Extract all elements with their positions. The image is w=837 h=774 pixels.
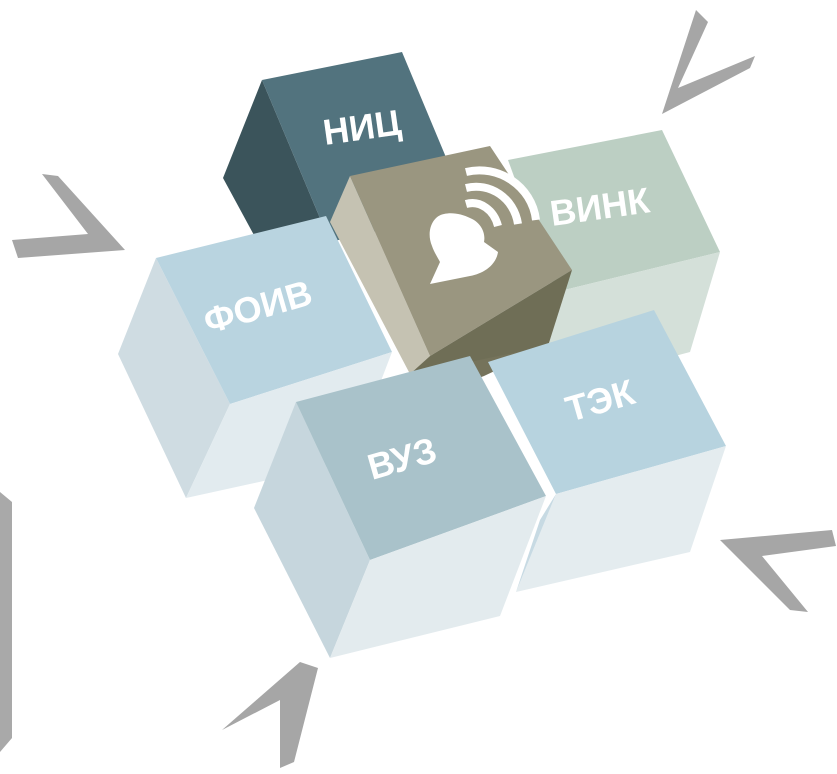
block-vuz: ВУЗ [254, 356, 546, 658]
person-broadcast-icon [429, 166, 540, 284]
chevron-arrow-icon [662, 10, 755, 114]
chevron-arrow-icon [12, 174, 125, 258]
edge-bracket [0, 492, 12, 752]
chevron-arrow-icon [720, 530, 836, 612]
chevron-arrow-icon [222, 662, 318, 768]
block-tek: ТЭК [488, 310, 726, 592]
